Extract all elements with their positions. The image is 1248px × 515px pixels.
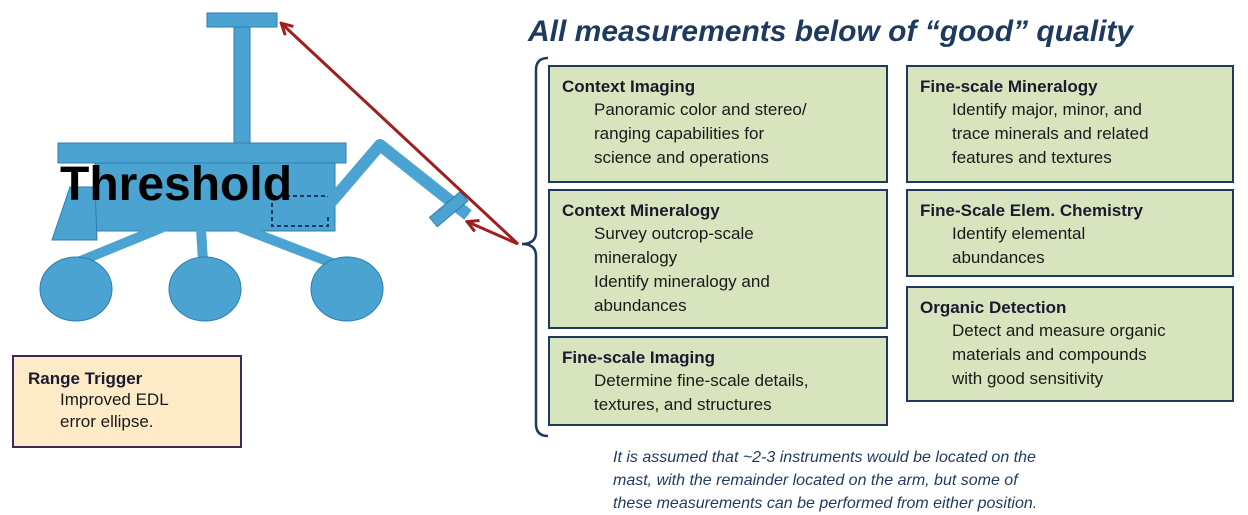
box-fine-mineralogy: Fine-scale Mineralogy Identify major, mi… <box>906 65 1234 183</box>
header-title: All measurements below of “good” quality <box>528 15 1134 48</box>
box-fine-chemistry: Fine-Scale Elem. Chemistry Identify elem… <box>906 189 1234 277</box>
box-title: Fine-Scale Elem. Chemistry <box>920 201 1143 220</box>
box-line: with good sensitivity <box>952 369 1104 388</box>
box-line: abundances <box>952 248 1045 267</box>
wheel-middle <box>168 256 242 322</box>
range-trigger-title: Range Trigger <box>28 369 143 388</box>
box-organic-detection: Organic Detection Detect and measure org… <box>906 286 1234 402</box>
arm-tool <box>428 191 469 228</box>
box-title: Context Mineralogy <box>562 201 720 220</box>
box-title: Fine-scale Imaging <box>562 348 716 367</box>
note-line: It is assumed that ~2-3 instruments woul… <box>613 449 1036 466</box>
note-line: these measurements can be performed from… <box>613 495 1038 512</box>
box-line: materials and compounds <box>952 345 1147 364</box>
box-line: science and operations <box>594 148 769 167</box>
range-trigger-box: Range Trigger Improved EDL error ellipse… <box>12 355 242 448</box>
mast-pole <box>233 26 251 146</box>
rover-arm <box>315 139 472 220</box>
note-line: mast, with the remainder located on the … <box>613 472 1018 489</box>
box-line: ranging capabilities for <box>594 124 765 143</box>
box-line: textures, and structures <box>594 395 772 414</box>
box-line: features and textures <box>952 148 1112 167</box>
box-line: trace minerals and related <box>952 124 1149 143</box>
box-line: Determine fine-scale details, <box>594 371 809 390</box>
arrow-to-mast <box>282 24 520 246</box>
box-line: Detect and measure organic <box>952 321 1166 340</box>
box-line: Identify mineralogy and <box>594 272 770 291</box>
leg-left <box>76 207 202 267</box>
box-line: mineralogy <box>594 248 678 267</box>
leg-mid <box>195 211 208 263</box>
leg-right <box>198 207 347 273</box>
box-fine-imaging: Fine-scale Imaging Determine fine-scale … <box>548 336 888 426</box>
box-context-imaging: Context Imaging Panoramic color and ster… <box>548 65 888 183</box>
rover-front <box>51 186 98 241</box>
assumption-note: It is assumed that ~2-3 instruments woul… <box>613 446 1213 515</box>
mast-head <box>206 12 278 28</box>
box-title: Context Imaging <box>562 77 696 96</box>
arrow-to-arm <box>468 222 519 246</box>
box-context-mineralogy: Context Mineralogy Survey outcrop-scale … <box>548 189 888 329</box>
box-line: abundances <box>594 296 687 315</box>
wheel-right <box>310 256 384 322</box>
range-trigger-line: Improved EDL <box>60 390 169 409</box>
range-trigger-line: error ellipse. <box>60 412 154 431</box>
box-line: Identify elemental <box>952 224 1086 243</box>
box-line: Panoramic color and stereo/ <box>594 100 807 119</box>
box-line: Survey outcrop-scale <box>594 224 754 243</box>
wheel-left <box>39 256 113 322</box>
box-title: Fine-scale Mineralogy <box>920 77 1098 96</box>
box-title: Organic Detection <box>920 298 1067 317</box>
threshold-label: Threshold <box>60 158 293 211</box>
measurements-bracket <box>521 56 549 438</box>
box-line: Identify major, minor, and <box>952 100 1142 119</box>
